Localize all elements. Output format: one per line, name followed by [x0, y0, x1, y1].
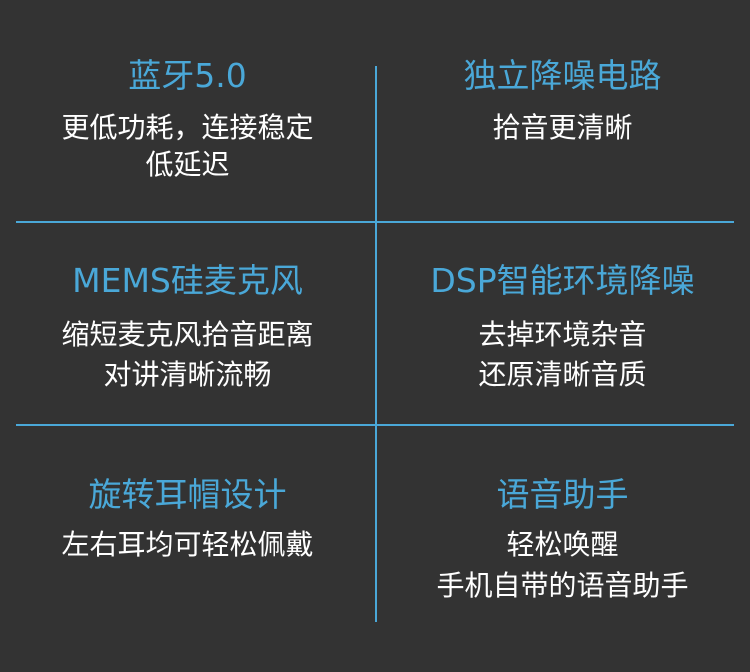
feature-rotating-eartip: 旋转耳帽设计 左右耳均可轻松佩戴: [0, 475, 375, 562]
feature-desc-line: 还原清晰音质: [478, 358, 647, 391]
feature-desc-line: 轻松唤醒: [506, 528, 619, 561]
feature-title: 独立降噪电路: [463, 56, 662, 95]
vertical-divider: [375, 66, 377, 622]
feature-title: 旋转耳帽设计: [88, 475, 287, 514]
feature-voice-assistant: 语音助手 轻松唤醒 手机自带的语音助手: [375, 475, 750, 603]
feature-desc-line: 去掉环境杂音: [478, 318, 647, 351]
feature-desc-line: 对讲清晰流畅: [103, 358, 272, 391]
feature-bluetooth: 蓝牙5.0 更低功耗，连接稳定 低延迟: [0, 56, 375, 182]
horizontal-divider-top: [16, 221, 734, 223]
feature-title: 语音助手: [496, 475, 629, 514]
feature-desc-line: 拾音更清晰: [492, 111, 633, 144]
feature-desc-line: 缩短麦克风拾音距离: [61, 318, 314, 351]
feature-desc-line: 更低功耗，连接稳定: [61, 111, 314, 144]
feature-desc-line: 低延迟: [145, 148, 230, 181]
feature-mems-mic: MEMS硅麦克风 缩短麦克风拾音距离 对讲清晰流畅: [0, 261, 375, 392]
feature-desc-line: 手机自带的语音助手: [436, 569, 689, 602]
feature-title: DSP智能环境降噪: [430, 261, 695, 300]
feature-noise-circuit: 独立降噪电路 拾音更清晰: [375, 56, 750, 145]
horizontal-divider-bottom: [16, 424, 734, 426]
feature-dsp-noise: DSP智能环境降噪 去掉环境杂音 还原清晰音质: [375, 261, 750, 392]
feature-desc-line: 左右耳均可轻松佩戴: [61, 528, 314, 561]
feature-title: MEMS硅麦克风: [72, 261, 303, 300]
feature-title: 蓝牙5.0: [128, 56, 247, 95]
